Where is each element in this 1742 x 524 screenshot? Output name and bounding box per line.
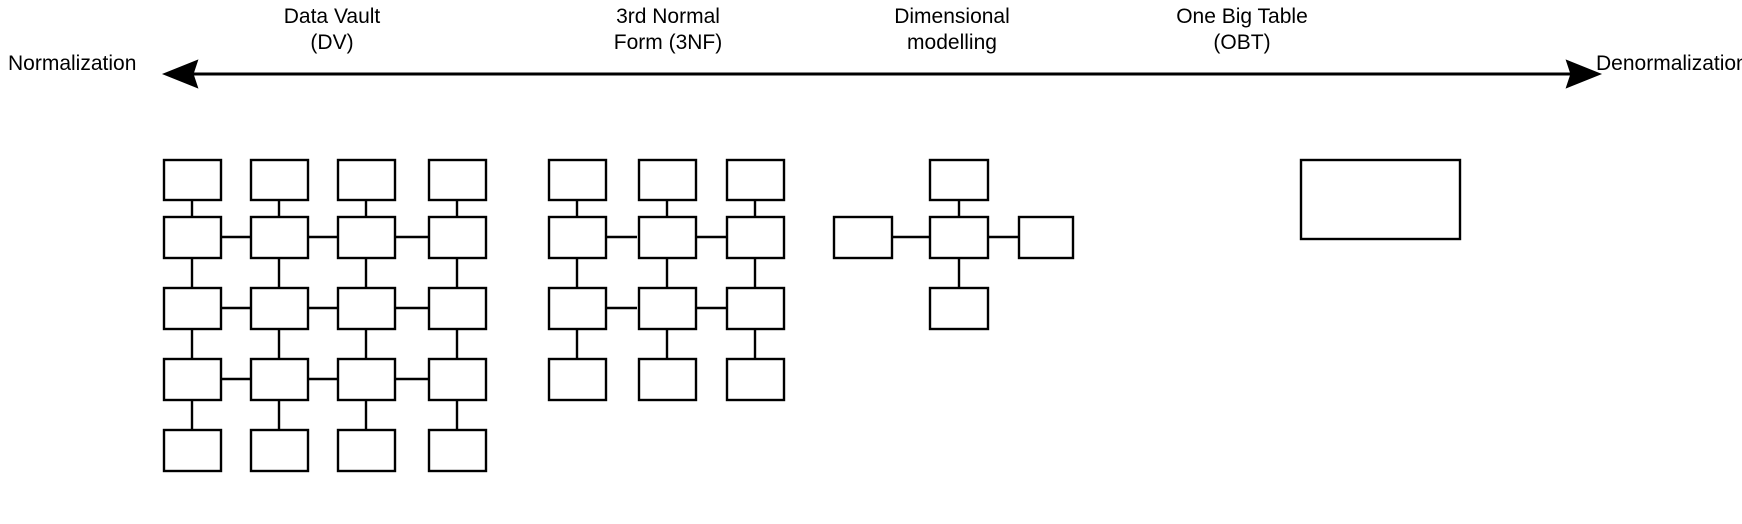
schema-data-vault <box>162 158 488 473</box>
dimension-box-bottom <box>928 286 990 331</box>
approach-label-line1: Dimensional <box>894 5 1010 28</box>
entity-box <box>547 286 608 331</box>
approach-label-line1: Data Vault <box>283 5 381 28</box>
entity-box <box>162 428 223 473</box>
dimension-box-left <box>832 215 894 260</box>
entity-box <box>547 357 608 402</box>
schema-3nf <box>547 158 786 402</box>
entity-box <box>725 286 786 331</box>
entity-box <box>249 215 310 260</box>
axis-label-normalization: Normalization <box>8 52 137 75</box>
schema-one-big-table <box>1299 158 1462 241</box>
entity-box <box>336 357 397 402</box>
entity-box <box>249 158 310 202</box>
entity-box <box>725 357 786 402</box>
spectrum-arrow-head-right <box>1565 59 1603 89</box>
axis-label-denormalization: Denormalization <box>1596 52 1742 75</box>
approach-label-one-big-table: One Big Table (OBT) <box>1112 4 1372 56</box>
entity-box <box>725 215 786 260</box>
entity-box <box>637 158 698 202</box>
entity-box <box>637 357 698 402</box>
entity-box <box>162 286 223 331</box>
dimension-box-right <box>1017 215 1075 260</box>
entity-box <box>336 215 397 260</box>
approach-label-line2: (DV) <box>310 31 354 54</box>
entity-box <box>162 357 223 402</box>
approach-label-line2: Form (3NF) <box>613 31 723 54</box>
dimension-box-top <box>928 158 990 202</box>
approach-label-line1: 3rd Normal <box>616 5 720 28</box>
entity-box <box>336 286 397 331</box>
entity-box <box>427 357 488 402</box>
entity-box <box>162 215 223 260</box>
approach-label-data-vault: Data Vault (DV) <box>202 4 462 56</box>
entity-box <box>162 158 223 202</box>
approach-label-line2: modelling <box>907 31 997 54</box>
approach-label-line1: One Big Table <box>1176 5 1308 28</box>
entity-box <box>336 158 397 202</box>
entity-box <box>427 215 488 260</box>
entity-box <box>725 158 786 202</box>
entity-box <box>336 428 397 473</box>
entity-box <box>547 215 608 260</box>
approach-label-3nf: 3rd Normal Form (3NF) <box>538 4 798 56</box>
spectrum-arrow-head-left <box>161 59 199 89</box>
approach-label-line2: (OBT) <box>1213 31 1271 54</box>
schema-dimensional-modelling <box>832 158 1075 331</box>
entity-box <box>427 286 488 331</box>
entity-box <box>249 286 310 331</box>
one-big-table-box <box>1299 158 1462 241</box>
entity-box <box>427 158 488 202</box>
approach-label-dimensional-modelling: Dimensional modelling <box>822 4 1082 56</box>
fact-box-center <box>928 215 990 260</box>
entity-box <box>637 215 698 260</box>
entity-box <box>637 286 698 331</box>
entity-box <box>547 158 608 202</box>
entity-box <box>249 357 310 402</box>
entity-box <box>249 428 310 473</box>
entity-box <box>427 428 488 473</box>
spectrum-arrow <box>161 59 1603 89</box>
